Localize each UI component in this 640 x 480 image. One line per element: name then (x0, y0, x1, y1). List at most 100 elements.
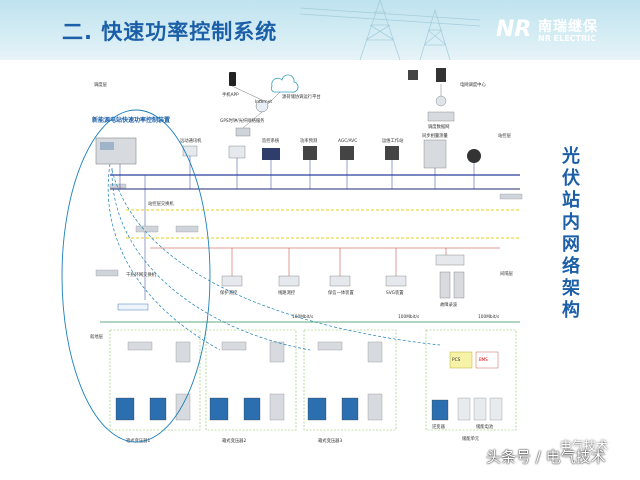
grid-label: 电网调度中心 (460, 81, 486, 88)
transmission-tower-graphic (300, 0, 480, 60)
svg-device (385, 275, 407, 287)
grid-monitor-icon (408, 70, 418, 80)
unit1-inv (115, 397, 135, 421)
clock-device (467, 149, 481, 163)
unit3-inv (307, 397, 327, 421)
prot-label: 保护测控 (220, 289, 238, 296)
unit2-box (269, 393, 285, 421)
bay-switch-a (135, 225, 159, 233)
unit2-cab (269, 341, 285, 363)
meas-label: 保信一体装置 (328, 289, 354, 296)
control-link-1 (107, 163, 221, 351)
fast-switch (95, 269, 119, 277)
nr-logo: NR 南瑞继保 NR ELECTRIC (496, 15, 640, 47)
watermark: 头条号 / 电气技术 (486, 448, 606, 466)
watermark-top: 电气技术 (560, 439, 609, 453)
network-diagram: 调度层 站控层 间隔层 就地层 新能源电站快速功率控制装置 手机APP Inte… (61, 68, 523, 444)
dispatch-net-device (427, 111, 455, 122)
unit-box-1 (109, 329, 201, 431)
logo-mark: NR (496, 17, 532, 42)
controller-screen (100, 142, 114, 150)
bms-label: BMS (479, 357, 488, 362)
svg-label: SVG装置 (386, 289, 404, 296)
ring1-label: 100Mbit/s (292, 314, 314, 320)
unit-box-4 (425, 329, 517, 431)
unit-box-2 (205, 329, 297, 431)
agc-device (340, 146, 354, 160)
controller-scope-ellipse (61, 109, 211, 443)
unit-box-3 (303, 329, 397, 431)
station-switch (109, 183, 127, 189)
unit1-inv2 (149, 397, 167, 421)
station-switch-right (499, 193, 523, 200)
line-device (278, 275, 300, 287)
unit1-dev (127, 341, 153, 351)
ops-label: 运维工作站 (382, 137, 404, 144)
gw-device (235, 127, 251, 137)
layer-label-station: 站控层 (498, 132, 512, 139)
logo-en: NR ELECTRIC (538, 34, 597, 43)
cloud-label: 源荷储协调运行平台 (282, 93, 321, 100)
gw-label: GPS时钟/光纤网络服务 (220, 117, 265, 124)
unit1-label: 箱式变压器1 (126, 437, 150, 444)
logo-cn: 南瑞继保 (538, 19, 598, 35)
monitor-device (262, 148, 280, 160)
unit4-ess-a (457, 397, 471, 421)
process-units: 箱式变压器1 箱式变压器2 箱式变压器3 PCS BMS 储能单元 逆变器 储能… (109, 329, 517, 444)
dc-rack-a (439, 271, 451, 299)
dc-label: 故障录波 (440, 301, 458, 308)
unit4-inv (431, 399, 449, 421)
bay-devices: 保护测控 线路测控 保信一体装置 SVG装置 故障录波 (220, 254, 465, 308)
phone-icon (229, 72, 236, 86)
control-link-2 (111, 167, 311, 351)
agc-label: AGC/AVC (338, 138, 357, 144)
station-devices: 远动通讯机 监控系统 功率预测 AGC/AVC 运维工作站 同步相量测量 (180, 132, 481, 169)
control-link-3 (111, 169, 441, 346)
ops-device (385, 146, 399, 160)
fast-sw-label: 千兆环网交换机 (126, 271, 157, 278)
link-line (242, 111, 263, 129)
unit4-label: 储能单元 (462, 435, 480, 442)
bay-drops (231, 248, 447, 276)
router-icon (435, 95, 447, 107)
unit2-inv (209, 397, 229, 421)
ess-label: 储能电池 (476, 423, 494, 430)
internet-label: Internet (255, 99, 272, 105)
station-drops (119, 156, 475, 300)
pred-device (303, 146, 317, 160)
ring2-label: 100Mbit/s (398, 314, 420, 320)
unit3-cab (367, 341, 383, 363)
unit1-cab (175, 341, 191, 363)
unit3-label: 箱式变压器3 (318, 437, 342, 444)
unit4-ess-b (473, 397, 487, 421)
sync-label: 同步相量测量 (422, 132, 448, 139)
cloud-icon (270, 74, 299, 93)
sync-device (423, 139, 447, 169)
server-label: 调度数据网 (428, 123, 449, 130)
power-pred-label: 功率预测 (300, 137, 317, 144)
substation-sw-label: 站控层交换机 (148, 200, 174, 207)
unit2-label: 箱式变压器2 (222, 437, 246, 444)
printer-device (228, 145, 246, 159)
unit2-inv2 (243, 397, 261, 421)
unit1-box (175, 393, 191, 421)
meas-device (329, 275, 351, 287)
bay-switch-b (175, 225, 199, 233)
dc-rack-b (453, 271, 465, 299)
unit2-dev (221, 341, 247, 351)
unit3-box (367, 393, 383, 421)
line-label: 线路测控 (278, 289, 296, 296)
layer-label-dispatch: 调度层 (94, 81, 108, 88)
dc-device-top (435, 254, 465, 266)
unit4-ess-c (489, 397, 503, 421)
page-title: 二. 快速功率控制系统 (62, 20, 278, 44)
phone-label: 手机APP (222, 91, 239, 98)
controller-device (95, 137, 137, 165)
side-title: 光伏站内网络架构 (562, 146, 580, 321)
ring-switch (117, 303, 149, 311)
remote-label: 远动通讯机 (180, 137, 202, 144)
unit3-dev (317, 341, 343, 351)
link-line (267, 91, 281, 105)
pcs-label: PCS (452, 357, 461, 363)
link-line (231, 85, 263, 101)
